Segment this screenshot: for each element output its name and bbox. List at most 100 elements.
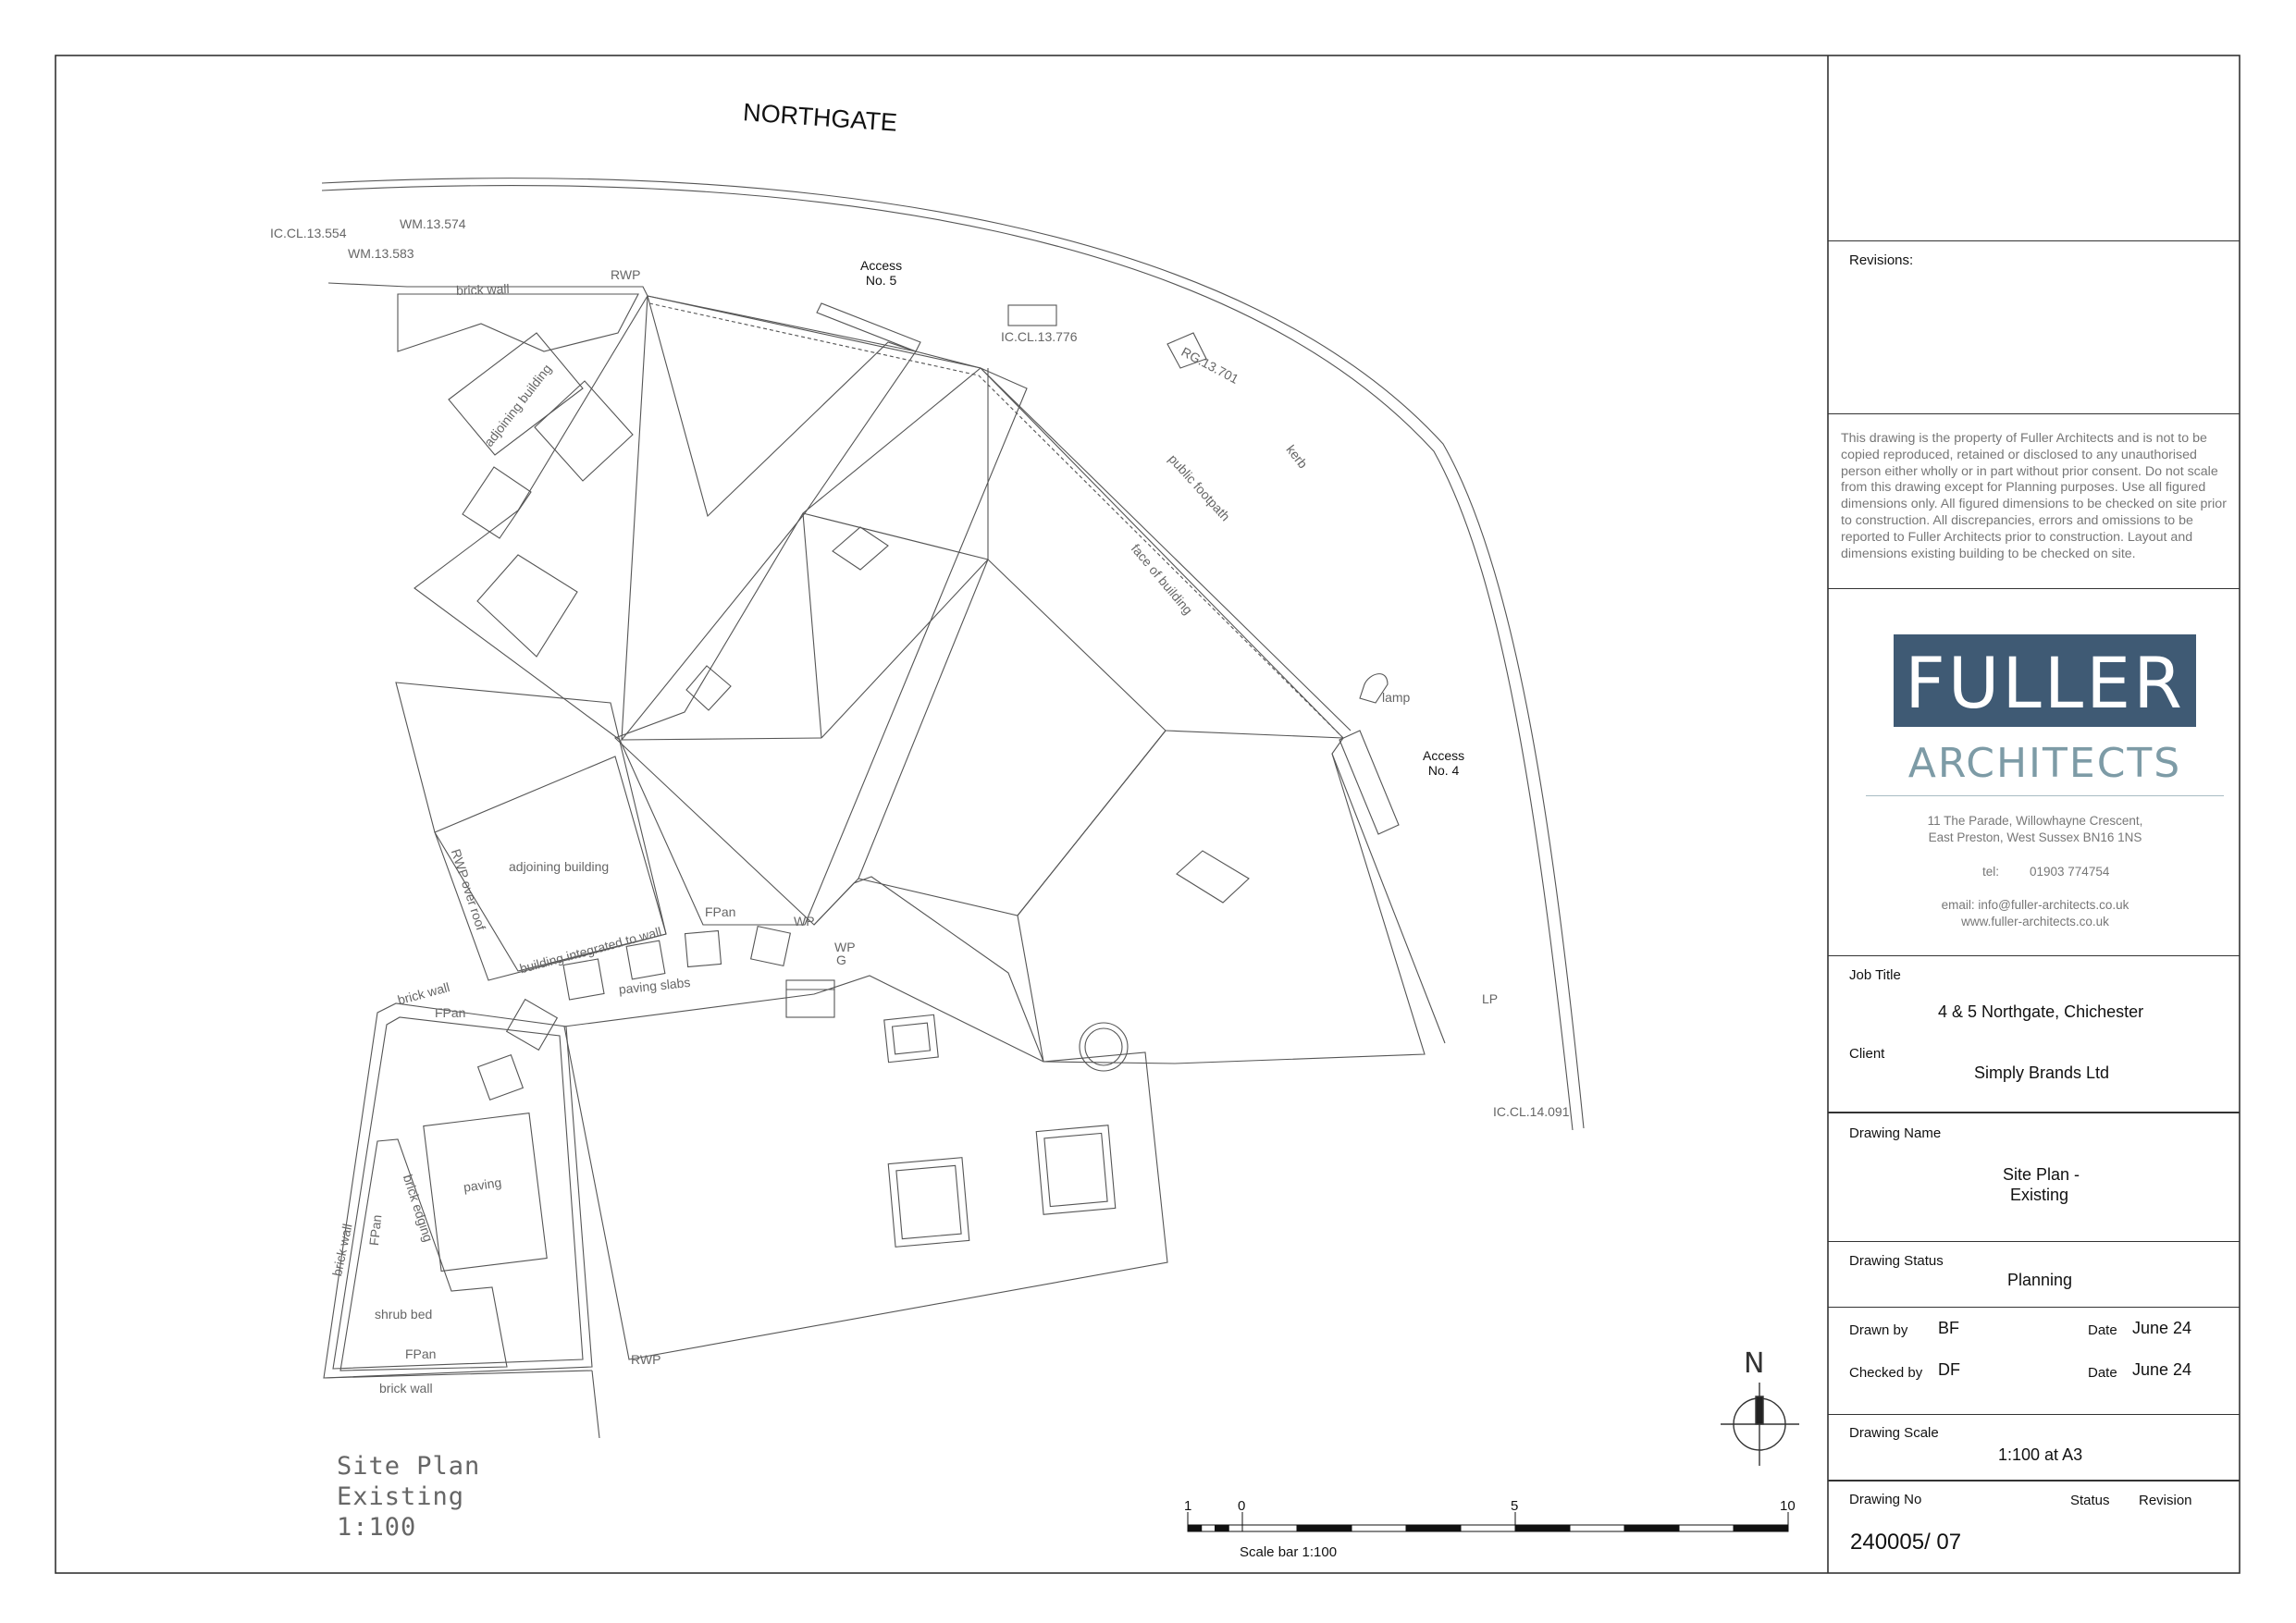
revision-label: Revision [2139,1493,2192,1508]
disclaimer-text: This drawing is the property of Fuller A… [1841,431,2227,561]
tel-label: tel: [1982,865,2000,879]
scale-segment [1514,1524,1571,1532]
status-label: Status [2070,1493,2110,1508]
client-label: Client [1849,1046,1885,1062]
lamp-symbol [1359,673,1389,704]
scale-segment [1351,1524,1407,1532]
adjoining-building-mid [395,682,667,981]
skylight-b [685,665,732,711]
lamp-label: lamp [1382,690,1411,705]
fpan-top-label: FPan [705,904,736,919]
scale-segment [1733,1524,1789,1532]
drawn-by-value: BF [1938,1319,1960,1337]
plan-title-line2: Existing [337,1482,465,1511]
hip-roof-outer [613,367,1426,1064]
scale-segment [1569,1524,1625,1532]
face-of-building [648,302,1344,739]
garden-inner [332,1016,584,1370]
address-line2: East Preston, West Sussex BN16 1NS [1928,830,2142,844]
adjoining-block-b [534,380,634,482]
kerb-line [321,178,1585,1129]
left-roof [621,295,917,742]
skylight-a [832,526,889,571]
scale-segment [1241,1524,1298,1532]
drawing-name-line1: Site Plan - [2003,1165,2080,1184]
scale-bar-label: Scale bar 1:100 [1240,1544,1338,1560]
scale-segment [1296,1524,1352,1532]
adjoining-building-mid-label: adjoining building [509,859,610,874]
job-cell [1828,955,2240,956]
rwp-bottom-label: RWP [631,1352,661,1367]
drawing-scale-cell [1828,1414,2240,1415]
scale-segment [1623,1524,1680,1532]
access4-strip [1339,730,1400,835]
adjoining-building-mid-inner [434,756,667,972]
date-label-2: Date [2088,1365,2117,1381]
skylight-c [1176,850,1250,904]
drawing-name-label: Drawing Name [1849,1125,1942,1141]
rg-box [1167,332,1207,369]
drawing-name-line2: Existing [2010,1186,2069,1204]
shrub-bed-label: shrub bed [375,1307,433,1322]
scale-segment [1228,1524,1243,1532]
garden-wall [323,1002,593,1379]
wm-13-574-label: WM.13.574 [400,216,466,231]
scale-bar [1187,1512,1789,1532]
checked-by-label: Checked by [1849,1365,1923,1381]
lp-label: LP [1482,991,1499,1006]
rwp-top-label: RWP [611,267,641,282]
round-feature [1079,1022,1129,1072]
north-label: N [1744,1347,1765,1380]
wp-a-label: WP [794,914,815,928]
north-arrow [1721,1383,1799,1466]
brick-wall-bottom-label: brick wall [379,1381,433,1396]
scale-tick-0: 0 [1238,1498,1246,1514]
revisions-cell [1828,240,2240,241]
logo-sub-text: ARCHITECTS [1907,740,2182,787]
access4-label: Access No. 4 [1423,748,1465,779]
revisions-label: Revisions: [1849,252,1914,268]
adjoining-block-d [476,554,578,658]
scale-tick-5: 5 [1511,1498,1519,1514]
plan-title-line3: 1:100 [337,1513,417,1542]
shrub-bed [339,1138,508,1371]
fuller-logo: FULLER [1894,634,2196,727]
drawing-status-label: Drawing Status [1849,1253,1944,1269]
drawing-no-cell [1828,1480,2240,1482]
drawing-status-cell [1828,1241,2240,1242]
email-line: email: info@fuller-architects.co.uk [1941,898,2129,912]
ground-area [563,975,1168,1360]
drawing-no-label: Drawing No [1849,1492,1922,1507]
slab-5 [749,925,792,967]
slab-6 [476,1053,525,1101]
footpath-line [647,295,1352,732]
brick-wall-top-label: brick wall [455,281,510,298]
drawn-by-cell [1828,1307,2240,1308]
drawing-status-value: Planning [2007,1271,2073,1289]
drawing-no-value: 240005/ 07 [1850,1530,1962,1555]
sheet-border [55,55,2240,1574]
wp-box [785,979,835,1018]
adjoining-building-top [397,293,639,352]
title-block [1828,55,2240,1573]
planter-3 [1035,1125,1117,1215]
hip-roof-inner [858,559,1167,916]
wp-b-label: WP [834,940,856,954]
scale-segment [1678,1524,1734,1532]
date-label-1: Date [2088,1322,2117,1338]
logo-cell [1828,588,2240,589]
planter-1-inner [891,1022,932,1055]
ic-cl-14-091-label: IC.CL.14.091 [1493,1104,1570,1119]
slab-4 [684,929,722,968]
wm-13-583-label: WM.13.583 [348,246,414,261]
date-value-2: June 24 [2132,1360,2192,1379]
drawn-by-label: Drawn by [1849,1322,1908,1338]
drawing-scale-label: Drawing Scale [1849,1425,1939,1441]
planter-1 [883,1014,939,1064]
plan-title-line1: Site Plan [337,1452,481,1481]
drawing-name-cell [1828,1112,2240,1113]
planter-2 [887,1157,970,1248]
scale-segment [1215,1524,1229,1532]
fpan-bottom-label: FPan [405,1346,437,1361]
logo-main-text: FULLER [1905,642,2185,724]
